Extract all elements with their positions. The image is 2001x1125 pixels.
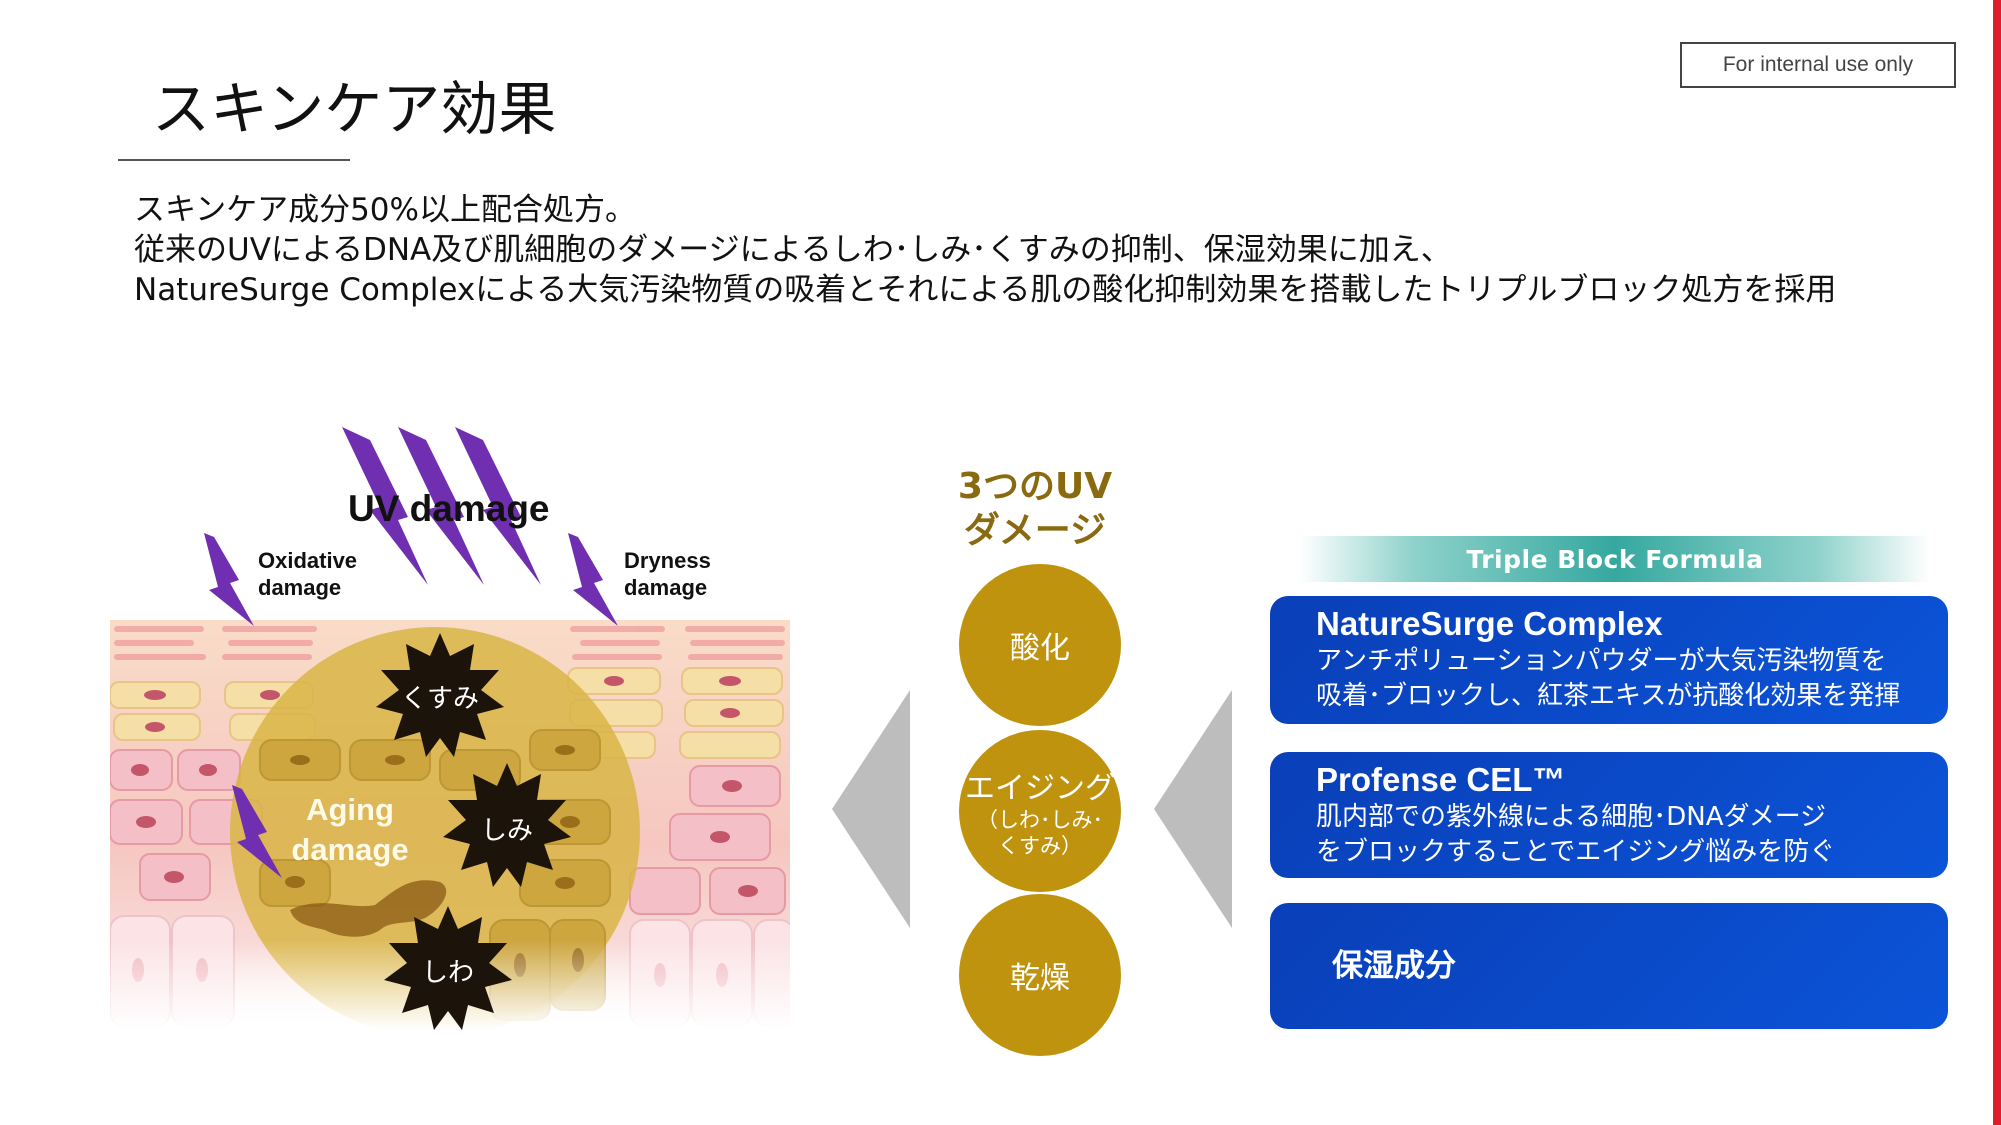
- star-label-shimi: しみ: [480, 816, 533, 846]
- left-arrow-icon: [1154, 690, 1232, 928]
- profense-panel: Profense CEL™ 肌内部での紫外線による細胞･DNAダメージ をブロッ…: [1270, 752, 1948, 878]
- dryness-circle: 乾燥: [959, 894, 1121, 1056]
- left-arrow-icon: [832, 690, 910, 928]
- uv-damage-heading: 3つのUV ダメージ: [957, 466, 1113, 551]
- uv-damage-title: UV damage: [348, 488, 550, 529]
- star-burst-icon: [443, 763, 571, 887]
- moisturizing-panel: 保湿成分: [1270, 903, 1948, 1029]
- oxidation-circle: 酸化: [959, 564, 1121, 726]
- intro-line-3: NatureSurge Complexによる大気汚染物質の吸着とそれによる肌の酸…: [134, 272, 1837, 308]
- intro-line-1: スキンケア成分50%以上配合処方。: [134, 192, 636, 228]
- aging-circle: エイジング （しわ･しみ･ くすみ）: [959, 730, 1121, 892]
- star-burst-icon: [376, 633, 504, 757]
- star-label-shiwa: しわ: [421, 958, 474, 988]
- internal-use-badge: For internal use only: [1680, 42, 1956, 88]
- intro-text: スキンケア成分50%以上配合処方。 従来のUVによるDNA及び肌細胞のダメージに…: [134, 190, 1934, 310]
- page-title: スキンケア効果: [152, 75, 557, 143]
- intro-line-2: 従来のUVによるDNA及び肌細胞のダメージによるしわ･しみ･くすみの抑制、保湿効…: [134, 232, 1452, 268]
- star-burst-icon: [384, 906, 512, 1030]
- star-label-kusumi: くすみ: [400, 684, 479, 714]
- naturesurge-panel: NatureSurge Complex アンチポリューションパウダーが大気汚染物…: [1270, 596, 1948, 724]
- triple-block-formula-header: Triple Block Formula: [1300, 536, 1930, 582]
- oxidative-damage-label: Oxidative damage: [258, 548, 358, 600]
- lightning-icon: [204, 427, 618, 878]
- aging-damage-label: Aging damage: [291, 792, 409, 867]
- accent-bar: [1993, 0, 2001, 1125]
- dryness-damage-label: Dryness damage: [624, 548, 711, 600]
- title-divider: [118, 159, 350, 161]
